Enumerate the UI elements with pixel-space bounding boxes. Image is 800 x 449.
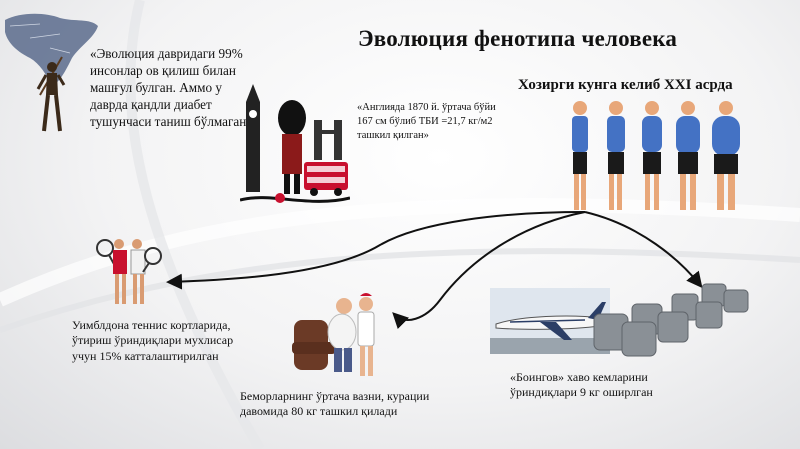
caption-boeing-seats: «Боингов» хаво кемларини ўриндиқлари 9 к… [510, 370, 653, 400]
africa-map-icon [5, 13, 98, 87]
london-collage-icon [240, 84, 350, 203]
subtitle-21st-century: Хозирги кунга келиб XXI асрда [518, 77, 733, 93]
airplane-icon [490, 288, 610, 354]
hunter-icon [36, 56, 66, 132]
page-title: Эволюция фенотипа человека [358, 26, 678, 51]
caption-patients-weight: Беморларнинг ўртача вазни, курации давом… [240, 389, 430, 419]
caption-england-1870: «Англияда 1870 й. ўртача бўйи 167 см бўл… [357, 102, 496, 141]
body-progression-icon [572, 101, 740, 210]
caption-wimbledon: Уимблдона теннис кортларида, ўтириш ўрин… [72, 318, 234, 363]
airplane-seats-icon [593, 283, 749, 357]
tennis-players-icon [96, 239, 162, 304]
patient-care-icon [292, 293, 375, 376]
caption-evolution: «Эволюция давридаги 99% инсонлар ов қили… [90, 46, 253, 129]
